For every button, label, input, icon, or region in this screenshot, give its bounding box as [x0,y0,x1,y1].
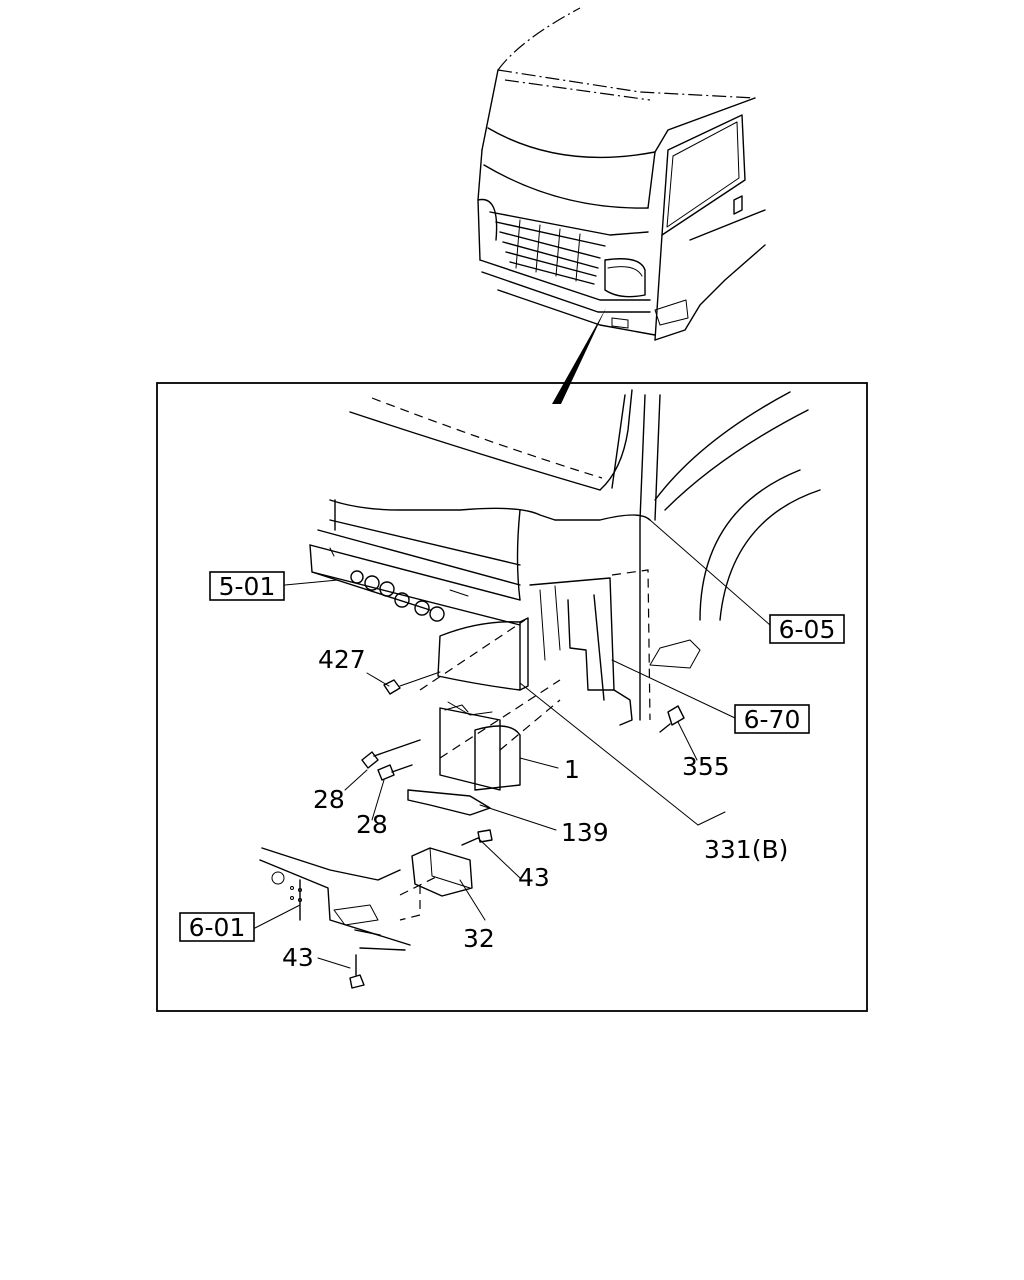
part-number-28-lower: 28 [356,810,388,839]
part-number-1: 1 [564,755,580,784]
reference-label: 5-01 [219,572,276,601]
callout-5-01: 5-01 [209,571,285,601]
reference-label: 6-05 [779,615,836,644]
reference-label: 6-01 [189,913,246,942]
part-number-355: 355 [682,752,730,781]
part-number-28-upper: 28 [313,785,345,814]
detail-drawing [259,389,821,989]
part-number-427: 427 [318,645,366,674]
detail-frame [156,382,868,1012]
callout-6-01: 6-01 [179,912,255,942]
part-number-32: 32 [463,924,495,953]
part-number-43-lower: 43 [282,943,314,972]
reference-label: 6-70 [744,705,801,734]
leader-lines [254,519,771,969]
part-number-139: 139 [561,818,609,847]
part-number-43-upper: 43 [518,863,550,892]
callout-6-05: 6-05 [769,614,845,644]
callout-6-70: 6-70 [734,704,810,734]
truck-overview [477,7,766,404]
part-number-331b: 331(B) [704,835,788,864]
